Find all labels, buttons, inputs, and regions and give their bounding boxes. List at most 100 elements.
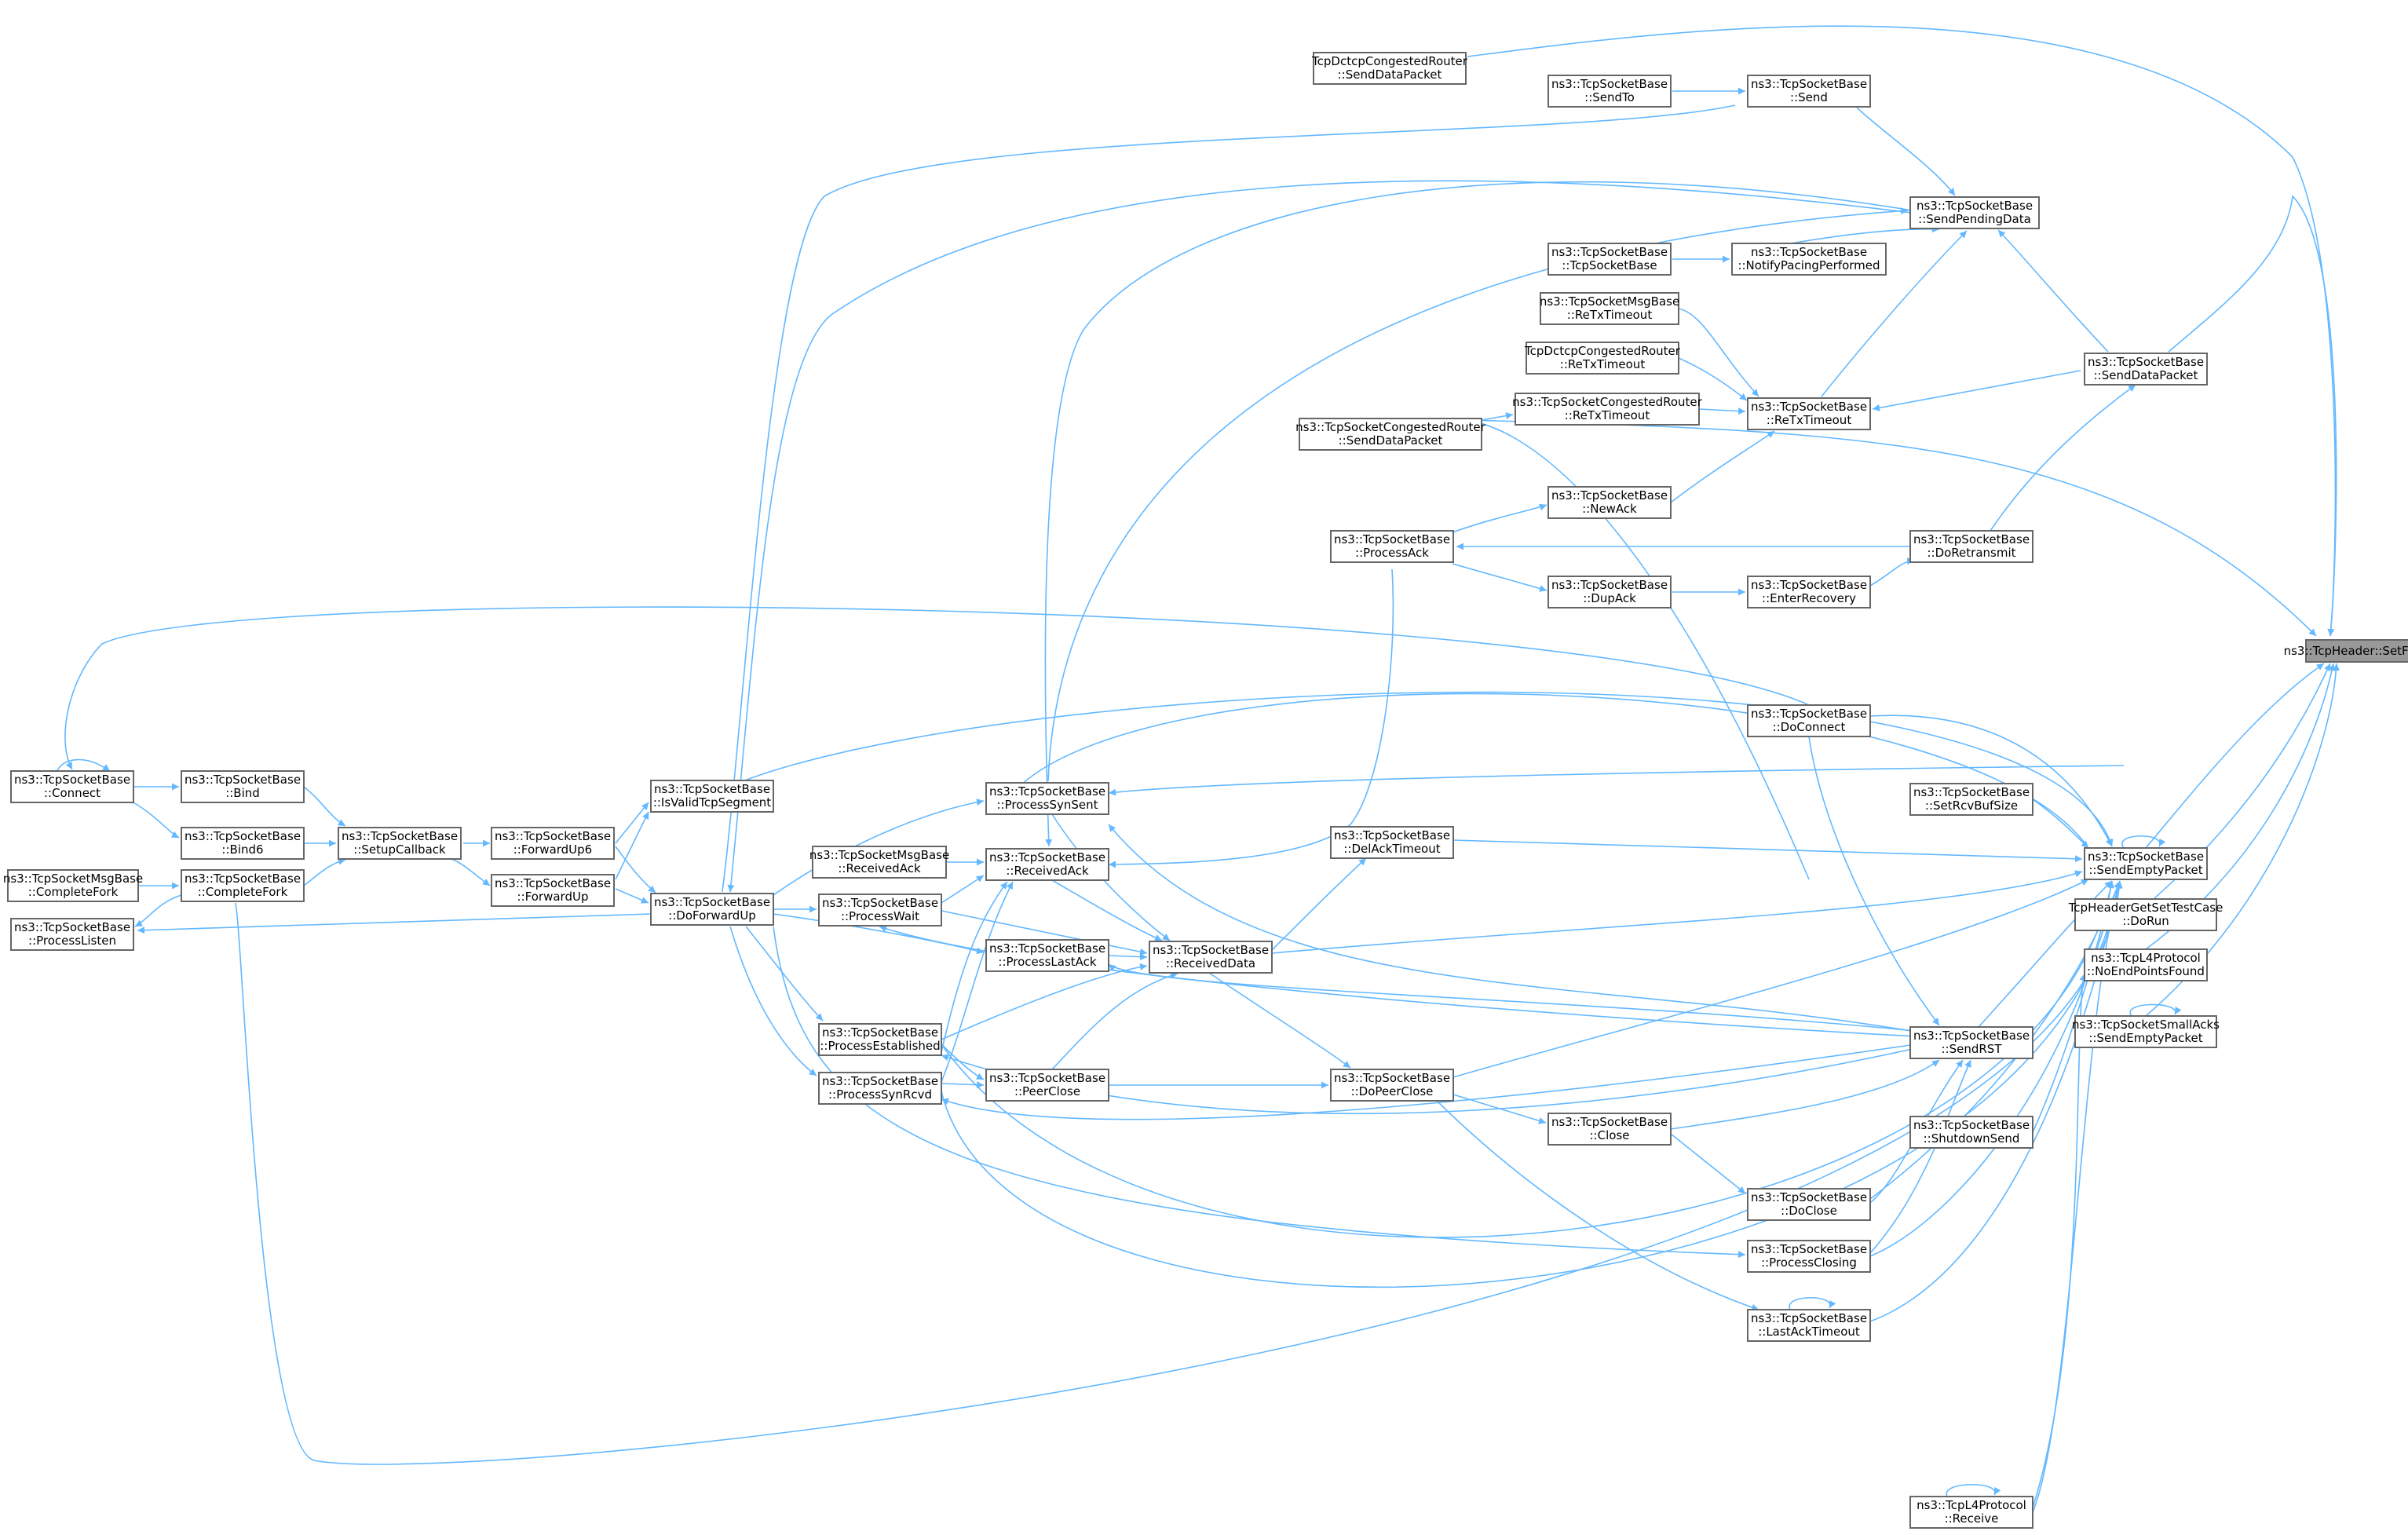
node-senddatapacket[interactable]: ns3::TcpSocketBase::SendDataPacket (2084, 353, 2208, 386)
node-doclose[interactable]: ns3::TcpSocketBase::DoClose (1747, 1188, 1871, 1221)
edge-doforwardup-processsynsent (773, 799, 985, 896)
node-isvalid[interactable]: ns3::TcpSocketBase::IsValidTcpSegment (650, 780, 774, 813)
node-doforwardup[interactable]: ns3::TcpSocketBase::DoForwardUp (650, 893, 774, 926)
node-dctcp-senddata[interactable]: TcpDctcpCongestedRouter::SendDataPacket (1311, 52, 1468, 85)
node-peerclose[interactable]: ns3::TcpSocketBase::PeerClose (985, 1069, 1109, 1102)
node-label-line2: ::SendEmptyPacket (2088, 1031, 2202, 1045)
node-newack[interactable]: ns3::TcpSocketBase::NewAck (1547, 486, 1672, 519)
node-sendrst[interactable]: ns3::TcpSocketBase::SendRST (1909, 1026, 2033, 1059)
edge-receiveddata-dopeerclose (1208, 972, 1351, 1069)
node-processsynrcvd[interactable]: ns3::TcpSocketBase::ProcessSynRcvd (818, 1072, 942, 1105)
node-box (1313, 52, 1467, 85)
node-label-line1: TcpDctcpCongestedRouter (1524, 344, 1681, 358)
node-processlastack[interactable]: ns3::TcpSocketBase::ProcessLastAck (985, 939, 1109, 972)
node-label-line1: ns3::TcpSocketSmallAcks (2072, 1018, 2220, 1032)
node-box (181, 869, 305, 902)
node-completefork[interactable]: ns3::TcpSocketBase::CompleteFork (181, 869, 305, 902)
node-processack[interactable]: ns3::TcpSocketBase::ProcessAck (1330, 530, 1454, 563)
edge-lastacktimeout-self (1789, 1296, 1836, 1310)
node-box (1747, 1188, 1871, 1221)
node-processwait[interactable]: ns3::TcpSocketBase::ProcessWait (818, 894, 942, 926)
node-tcpsocketbase[interactable]: ns3::TcpSocketBase::TcpSocketBase (1547, 243, 1672, 276)
node-dctcp-retx[interactable]: TcpDctcpCongestedRouter::ReTxTimeout (1524, 342, 1681, 375)
node-box (1909, 1496, 2033, 1529)
node-close[interactable]: ns3::TcpSocketBase::Close (1547, 1113, 1672, 1146)
node-box (1909, 783, 2033, 816)
node-shutdownsend[interactable]: ns3::TcpSocketBase::ShutdownSend (1909, 1116, 2033, 1149)
edge-processestablished-receiveddata (941, 963, 1148, 1040)
edge-dctcpretx-retx (1678, 357, 1748, 401)
node-sendpending[interactable]: ns3::TcpSocketBase::SendPendingData (1909, 196, 2040, 229)
node-notifypacing[interactable]: ns3::TcpSocketBase::NotifyPacingPerforme… (1731, 243, 1887, 276)
node-dopeerclose[interactable]: ns3::TcpSocketBase::DoPeerClose (1330, 1069, 1454, 1102)
node-setupcallback[interactable]: ns3::TcpSocketBase::SetupCallback (338, 827, 462, 860)
node-noendpoints[interactable]: ns3::TcpL4Protocol::NoEndPointsFound (2084, 948, 2208, 981)
node-processestablished[interactable]: ns3::TcpSocketBase::ProcessEstablished (818, 1023, 942, 1056)
node-label-line2: ::Send (1790, 90, 1828, 104)
node-processsynsent[interactable]: ns3::TcpSocketBase::ProcessSynSent (985, 782, 1109, 815)
node-label-line2: ::ForwardUp6 (513, 842, 592, 857)
node-box (1747, 576, 1871, 609)
node-send[interactable]: ns3::TcpSocketBase::Send (1747, 75, 1871, 108)
node-sendemptypacket[interactable]: ns3::TcpSocketBase::SendEmptyPacket (2084, 847, 2208, 880)
node-label-line1: ns3::TcpSocketCongestedRouter (1295, 420, 1485, 434)
node-cong-senddata[interactable]: ns3::TcpSocketCongestedRouter::SendDataP… (1295, 418, 1486, 451)
edge-receiveddata-delacktimeout (1271, 857, 1367, 951)
node-setflags[interactable]: ns3::TcpHeader::SetFlags (2284, 639, 2408, 663)
node-label-line2: ::DoPeerClose (1351, 1084, 1434, 1098)
node-smallacks[interactable]: ns3::TcpSocketSmallAcks::SendEmptyPacket (2072, 1015, 2220, 1048)
node-label-line2: ::PeerClose (1014, 1084, 1080, 1098)
node-label-line1: ns3::TcpSocketBase (1551, 245, 1668, 259)
node-box (1330, 1069, 1454, 1102)
node-msg-receivedack[interactable]: ns3::TcpSocketMsgBase::ReceivedAck (809, 846, 949, 879)
node-label-line1: ns3::TcpSocketBase (1913, 532, 2030, 546)
node-processclosing[interactable]: ns3::TcpSocketBase::ProcessClosing (1747, 1240, 1871, 1273)
node-retx[interactable]: ns3::TcpSocketBase::ReTxTimeout (1747, 397, 1871, 430)
node-doretransmit[interactable]: ns3::TcpSocketBase::DoRetransmit (1909, 530, 2033, 563)
node-box (1747, 75, 1871, 108)
node-label-line2: ::LastAckTimeout (1758, 1325, 1860, 1339)
node-label-line2: ::ProcessAck (1355, 546, 1429, 560)
edge-doforwardup-processlisten (137, 913, 652, 934)
node-sendto[interactable]: ns3::TcpSocketBase::SendTo (1547, 75, 1672, 108)
node-bind6[interactable]: ns3::TcpSocketBase::Bind6 (181, 827, 305, 860)
node-box (1515, 393, 1700, 426)
node-msg-completefork[interactable]: ns3::TcpSocketMsgBase::CompleteFork (3, 869, 143, 902)
node-testcase[interactable]: TcpHeaderGetSetTestCase::DoRun (2068, 898, 2223, 931)
node-label-line1: ns3::TcpSocketBase (1751, 1311, 1867, 1325)
node-setrcvbufsize[interactable]: ns3::TcpSocketBase::SetRcvBufSize (1909, 783, 2033, 816)
edge-dctcp-senddata-setflags (1467, 25, 2337, 637)
node-cong-retx[interactable]: ns3::TcpSocketCongestedRouter::ReTxTimeo… (1512, 393, 1703, 426)
node-doconnect[interactable]: ns3::TcpSocketBase::DoConnect (1747, 704, 1871, 737)
node-forwardup6[interactable]: ns3::TcpSocketBase::ForwardUp6 (491, 827, 615, 860)
edge-sendrst-sendempty (1978, 880, 2113, 1028)
edge-processack-receivedack (1108, 568, 1394, 868)
node-receiveddata[interactable]: ns3::TcpSocketBase::ReceivedData (1149, 941, 1273, 974)
node-box (1547, 576, 1672, 609)
node-delacktimeout[interactable]: ns3::TcpSocketBase::DelAckTimeout (1330, 826, 1454, 859)
node-label-line1: ns3::TcpSocketBase (822, 1074, 938, 1088)
node-forwardup[interactable]: ns3::TcpSocketBase::ForwardUp (491, 874, 615, 907)
node-l4receive[interactable]: ns3::TcpL4Protocol::Receive (1909, 1496, 2033, 1529)
node-enterrecovery[interactable]: ns3::TcpSocketBase::EnterRecovery (1747, 576, 1871, 609)
node-msg-retx[interactable]: ns3::TcpSocketMsgBase::ReTxTimeout (1540, 292, 1679, 325)
edge-close-sendrst (1670, 1059, 1940, 1130)
node-label-line2: ::ReceivedData (1166, 956, 1255, 970)
node-bind[interactable]: ns3::TcpSocketBase::Bind (181, 770, 305, 803)
node-lastacktimeout[interactable]: ns3::TcpSocketBase::LastAckTimeout (1747, 1309, 1871, 1342)
node-connect[interactable]: ns3::TcpSocketBase::Connect (10, 770, 134, 803)
node-label-line2: ::CompleteFork (28, 885, 119, 899)
edge-send-sendpending (1856, 107, 1956, 196)
node-processlisten[interactable]: ns3::TcpSocketBase::ProcessListen (10, 918, 134, 951)
node-label-line1: ns3::TcpSocketBase (185, 872, 301, 886)
edge-processclosing-sendempty (1869, 880, 2114, 1257)
edge-connect-bind6 (133, 802, 180, 839)
node-label-line1: ns3::TcpSocketBase (654, 782, 770, 796)
edge-forwardup-setupcallback (451, 858, 491, 886)
node-dupack[interactable]: ns3::TcpSocketBase::DupAck (1547, 576, 1672, 609)
node-label-line2: ::CompleteFork (198, 885, 288, 899)
node-receivedack[interactable]: ns3::TcpSocketBase::ReceivedAck (985, 848, 1109, 881)
node-label-line1: ns3::TcpSocketCongestedRouter (1512, 395, 1702, 409)
node-label-line1: ns3::TcpHeader::SetFlags (2284, 644, 2408, 658)
node-box (1747, 1240, 1871, 1273)
